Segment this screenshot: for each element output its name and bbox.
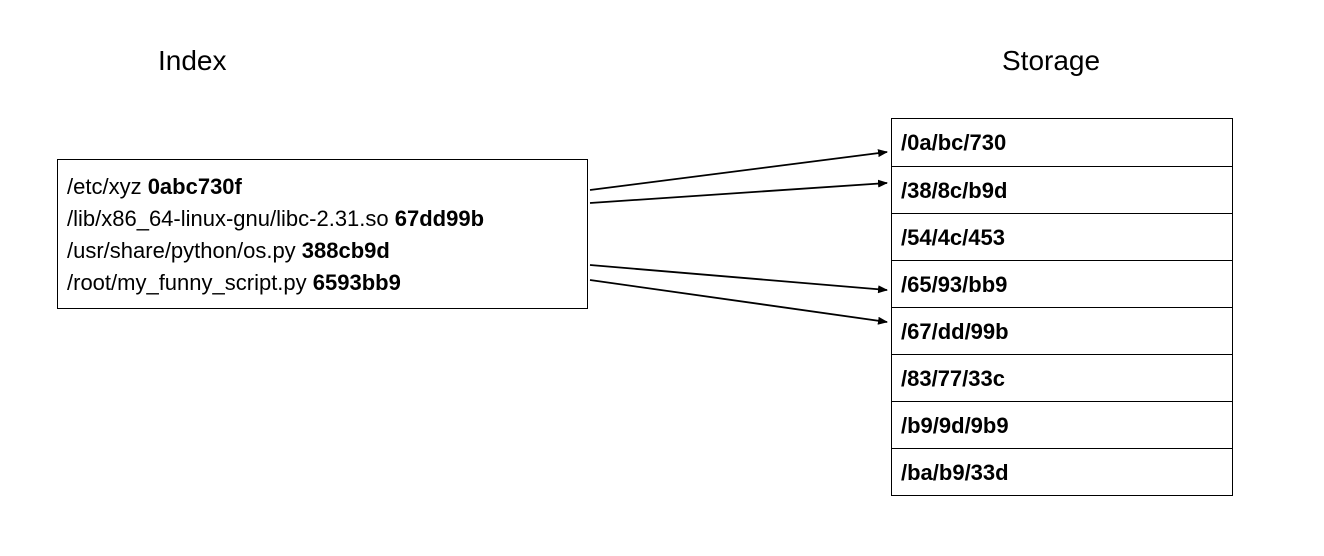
index-entry-hash: 67dd99b	[394, 206, 485, 231]
storage-table: /0a/bc/730 /38/8c/b9d /54/4c/453 /65/93/…	[891, 118, 1233, 496]
storage-cell: /0a/bc/730	[901, 130, 1007, 155]
storage-cell: /65/93/bb9	[892, 260, 1232, 307]
arrow-funny-script-to-6593bb9	[589, 279, 888, 325]
index-heading: Index	[158, 45, 227, 76]
index-entry-path: /usr/share/python/os.py	[67, 238, 302, 263]
index-entry-etc-xyz: /etc/xyz 0abc730f	[67, 171, 587, 203]
index-entry-path: /root/my_funny_script.py	[67, 270, 313, 295]
arrow-libc-to-67dd99b	[589, 179, 888, 204]
index-entry-libc: /lib/x86_64-linux-gnu/libc-2.31.so 67dd9…	[67, 203, 587, 235]
storage-cell: /83/77/33c	[892, 354, 1232, 401]
index-entry-funny-script: /root/my_funny_script.py 6593bb9	[67, 267, 587, 299]
storage-heading: Storage	[1002, 45, 1101, 76]
storage-cell: /38/8c/b9d	[892, 166, 1232, 213]
arrow-etc-xyz-to-0abc730	[589, 149, 888, 191]
arrow-os-py-to-388cb9d	[589, 264, 888, 294]
storage-cell: /b9/9d/9b9	[892, 401, 1232, 448]
index-entry-hash: 388cb9d	[301, 238, 390, 263]
index-entry-hash: 6593bb9	[312, 270, 401, 295]
index-entry-path: /lib/x86_64-linux-gnu/libc-2.31.so	[67, 206, 395, 231]
storage-cell: /67/dd/99b	[892, 307, 1232, 354]
storage-cell: /54/4c/453	[892, 213, 1232, 260]
storage-cell: /ba/b9/33d	[892, 448, 1232, 495]
index-entry-os-py: /usr/share/python/os.py 388cb9d	[67, 235, 587, 267]
index-entry-path: /etc/xyz	[67, 174, 148, 199]
index-box: /etc/xyz 0abc730f /lib/x86_64-linux-gnu/…	[57, 159, 588, 309]
index-entry-hash: 0abc730f	[147, 174, 242, 199]
